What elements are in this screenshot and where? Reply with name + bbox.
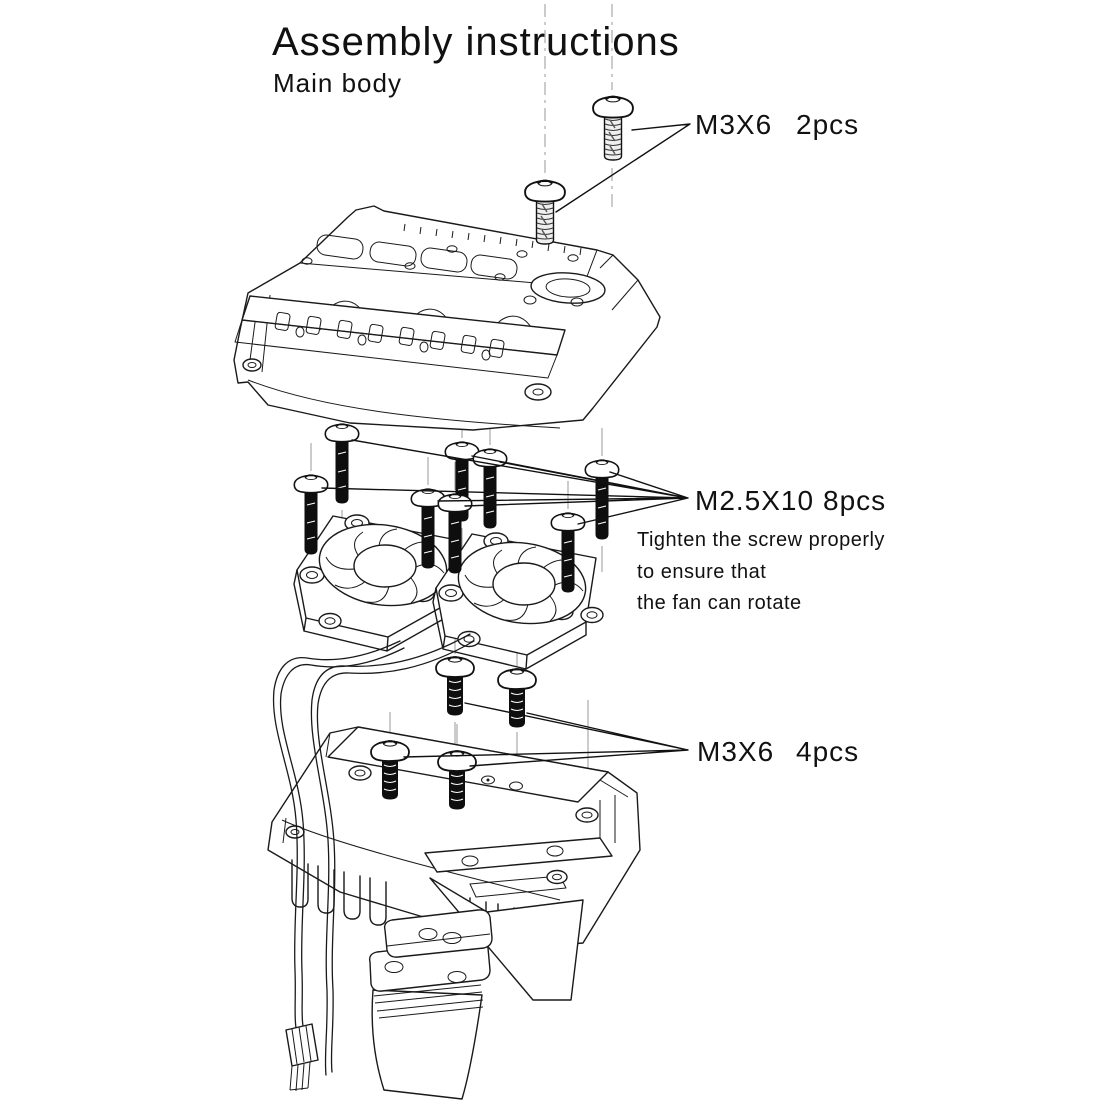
ribbon-lower [371, 989, 483, 1100]
top-screw-1 [593, 96, 633, 160]
fan-note-line-3: the fan can rotate [637, 592, 802, 614]
clamp-bar-1 [383, 909, 493, 958]
heatsink-motor-boss [523, 272, 606, 307]
callout-base-qty: 4pcs [796, 736, 859, 767]
callout-fan-label: M2.5X10 [695, 485, 814, 516]
heatsink-plate-holes [301, 245, 579, 287]
leader-lines [321, 123, 691, 767]
callout-top-qty: 2pcs [796, 109, 859, 140]
wire-connector [285, 1023, 319, 1092]
callout-top-label: M3X6 [695, 109, 772, 140]
heatsink-top-part [233, 205, 661, 431]
callout-base-label: M3X6 [697, 736, 774, 767]
flex-sheet [429, 877, 584, 1001]
text-layer: Assembly instructions Main body M3X6 2pc… [272, 20, 886, 767]
callout-fan-qty: 8pcs [823, 485, 886, 516]
fan-wires [272, 633, 475, 1092]
page-subtitle: Main body [273, 68, 402, 98]
ribbon-cable-assembly [368, 877, 584, 1100]
top-screw-2 [525, 180, 565, 244]
fan-note-line-1: Tighten the screw properly [637, 529, 885, 551]
heatsink-terminal-tray [234, 295, 566, 379]
fan-note-line-2: to ensure that [637, 561, 766, 583]
heatsink-plate-openings [316, 234, 518, 280]
page-title: Assembly instructions [272, 20, 680, 64]
